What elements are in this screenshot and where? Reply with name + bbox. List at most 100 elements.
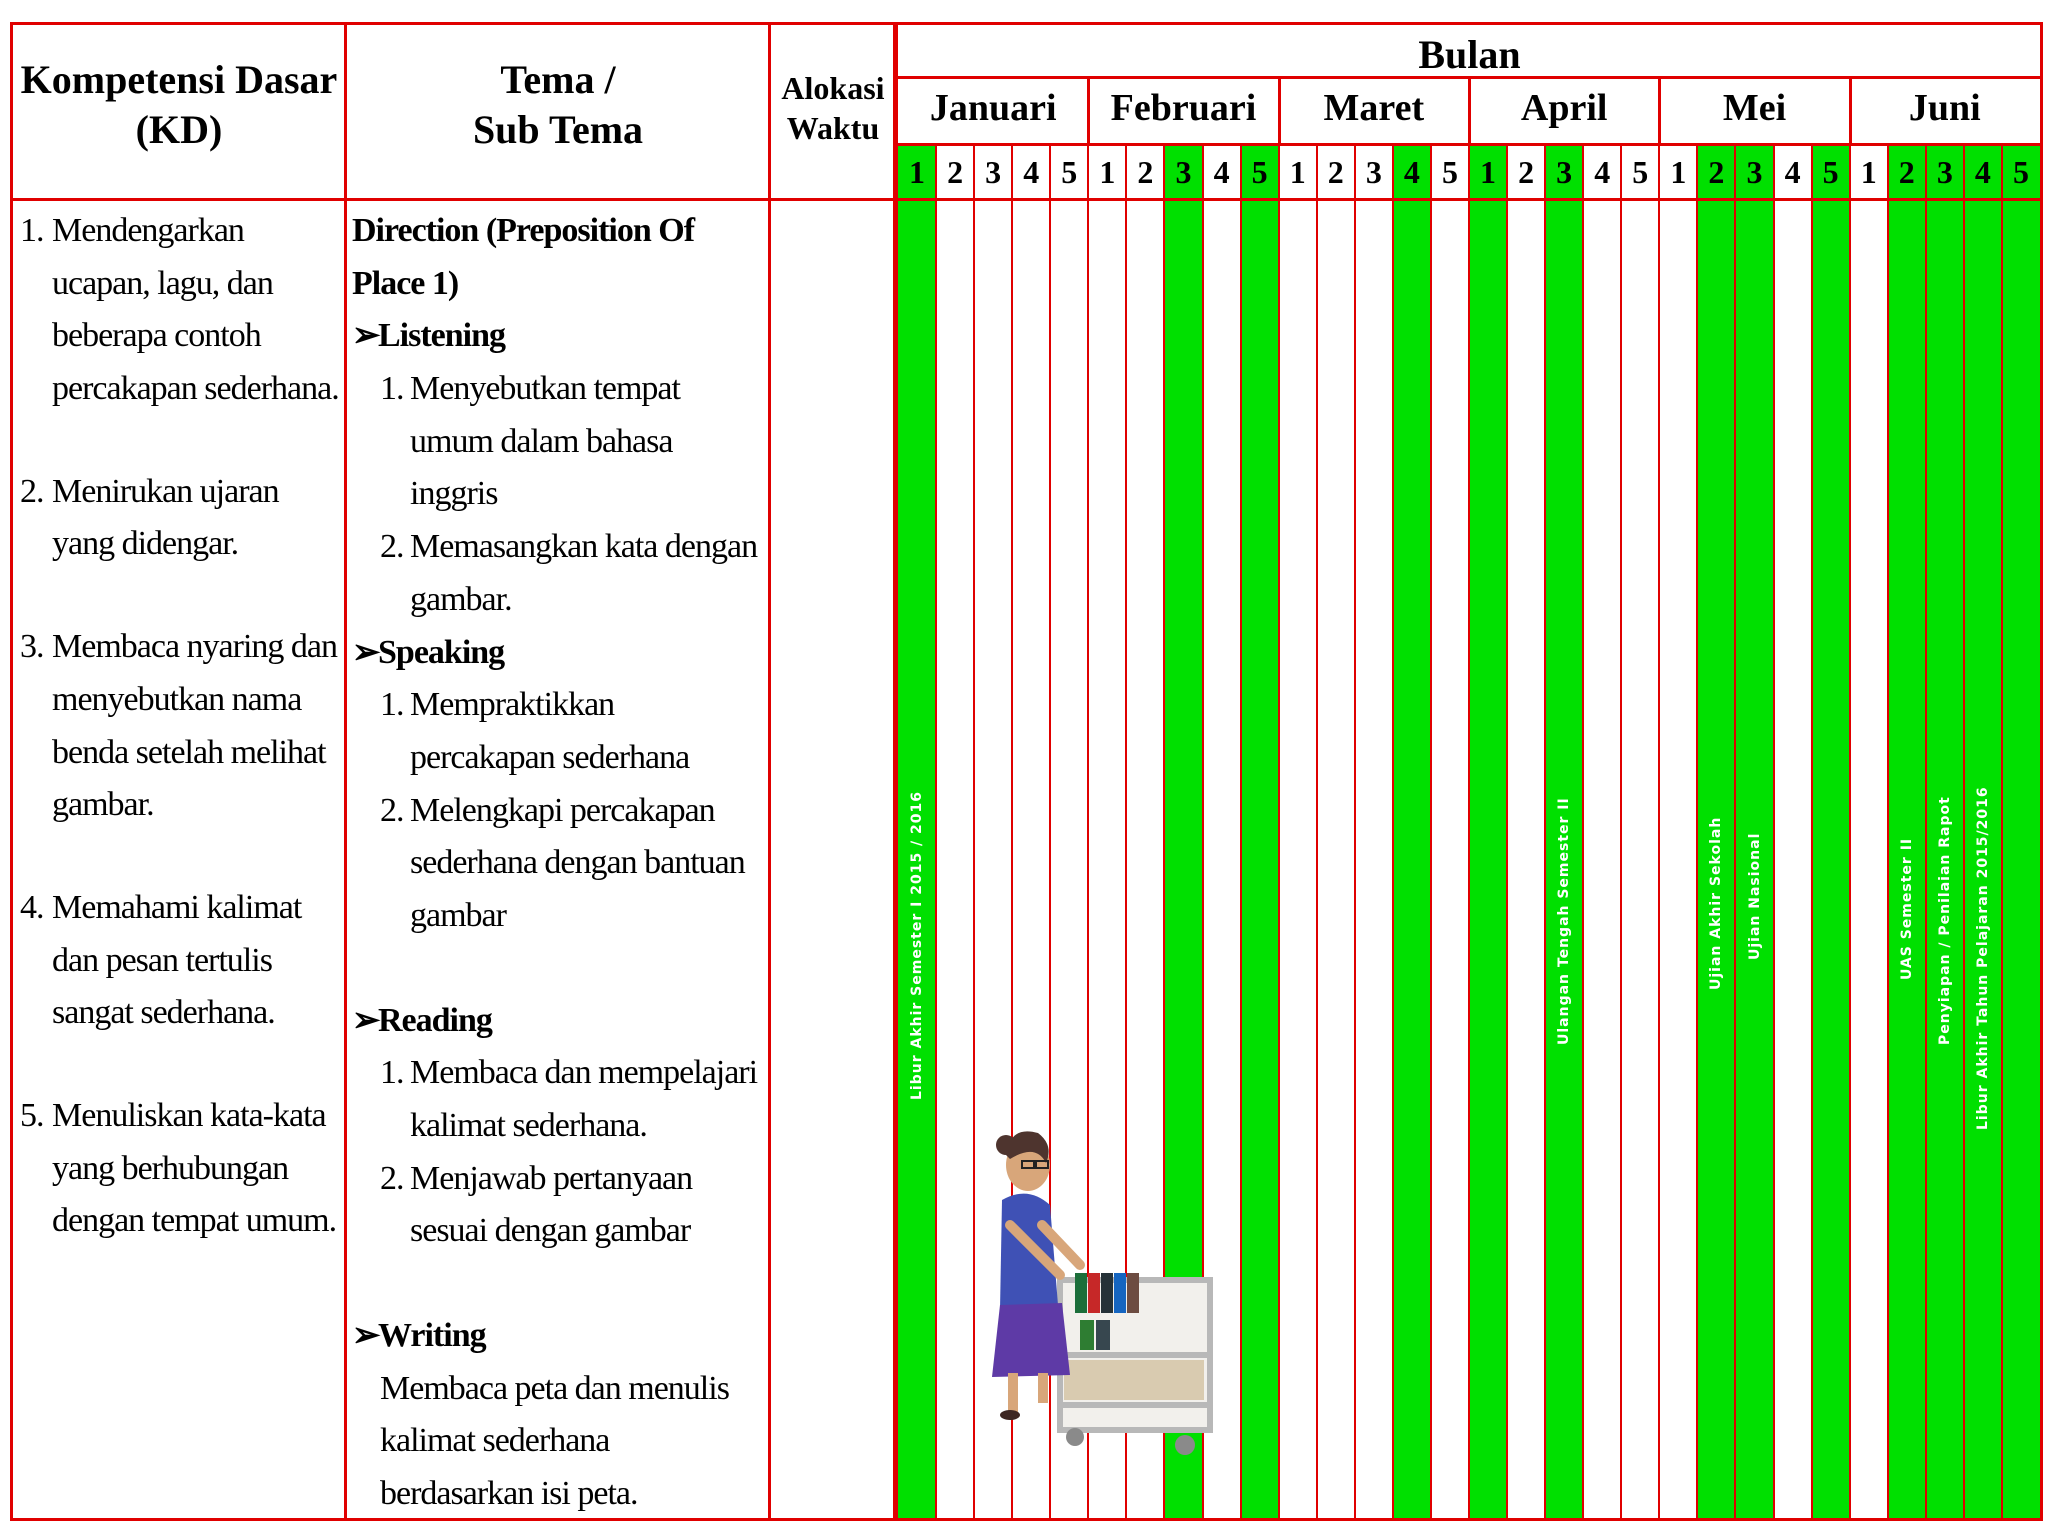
- week-label: 2: [1137, 154, 1154, 190]
- week-label: 3: [985, 154, 1002, 190]
- writing-text: Membaca peta dan menulis kalimat sederha…: [380, 1369, 730, 1513]
- grid-line: [1658, 76, 1662, 143]
- month-label: April: [1520, 87, 1608, 129]
- grid-line: [1772, 143, 1775, 1518]
- week-label: 5: [1251, 154, 1268, 190]
- header-alokasi-line1: Alokasi: [781, 70, 885, 106]
- grid-line: [1011, 143, 1014, 1518]
- week-label: 4: [1213, 154, 1230, 190]
- sub-item: 1.Membaca dan mempelajari kalimat sederh…: [352, 1047, 764, 1152]
- sub-item-text: Membaca dan mempelajari kalimat sederhan…: [410, 1054, 758, 1144]
- kd-number: 3.: [20, 628, 45, 666]
- grid-line: [2040, 22, 2043, 1521]
- week-label: 2: [1708, 154, 1725, 190]
- week-label: 4: [1974, 154, 1991, 190]
- header-tema-line2: Sub Tema: [472, 107, 644, 152]
- week-label: 3: [1936, 154, 1953, 190]
- grid-line: [1468, 76, 1471, 143]
- week-label: 2: [1518, 154, 1535, 190]
- section-speaking: ➢Speaking: [352, 627, 764, 680]
- sub-item-number: 2.: [380, 791, 405, 829]
- header-tema: Tema / Sub Tema: [348, 55, 768, 155]
- grid-line: [935, 143, 938, 1518]
- week-label: 1: [1860, 154, 1877, 190]
- kd-number: 2.: [20, 472, 45, 510]
- kd-item: 2. Menirukan ujaran yang didengar.: [20, 466, 340, 571]
- highlighted-week-column: [1963, 143, 2002, 1518]
- tema-column: Direction (Preposition Of Place 1) ➢List…: [352, 205, 764, 1521]
- sub-item-number: 1.: [380, 370, 405, 408]
- section-reading: ➢Reading: [352, 995, 764, 1048]
- week-label: 5: [2012, 154, 2029, 190]
- sub-item-number: 2.: [380, 1159, 405, 1197]
- week-label: 5: [1061, 154, 1078, 190]
- arrow-right-icon: ➢: [352, 1317, 381, 1355]
- spacer: [352, 943, 764, 995]
- vertical-note: Penyiapan / Penilaian Rapot: [1936, 796, 1953, 1045]
- grid-line: [10, 198, 2040, 201]
- kd-number: 5.: [20, 1096, 45, 1134]
- sub-item-text: Melengkapi percakapan sederhana dengan b…: [410, 791, 746, 934]
- header-alokasi-line2: Waktu: [786, 110, 880, 146]
- sub-item-text: Menjawab pertanyaan sesuai dengan gambar: [410, 1159, 693, 1250]
- highlighted-week-column: [2001, 143, 2040, 1518]
- month-label: Mei: [1722, 87, 1787, 129]
- section-label: Speaking: [378, 633, 505, 671]
- kd-item: 5. Menuliskan kata-kata yang berhubungan…: [20, 1090, 340, 1248]
- grid-line: [893, 22, 896, 1521]
- vertical-note: Libur Akhir Semester I 2015 / 2016: [909, 790, 926, 1100]
- grid-line: [1468, 143, 1470, 1518]
- header-kd-line1: Kompetensi Dasar: [20, 57, 338, 102]
- week-label: 1: [1099, 154, 1116, 190]
- kd-number: 1.: [20, 212, 45, 249]
- grid-line: [1696, 143, 1699, 1518]
- grid-line: [344, 22, 347, 1521]
- grid-line: [1848, 143, 1851, 1518]
- teacher-with-book-cart-icon: [992, 1131, 1213, 1455]
- kd-text: Memahami kalimat dan pesan tertulis sang…: [52, 888, 302, 1032]
- grid-line: [1087, 143, 1090, 1518]
- week-label: 1: [1289, 154, 1306, 190]
- sub-item: 2.Menjawab pertanyaan sesuai dengan gamb…: [352, 1153, 764, 1258]
- kd-item: 1. Mendengarkan ucapan, lagu, dan bebera…: [20, 205, 340, 416]
- week-label: 5: [1632, 154, 1649, 190]
- sub-item-text: Menyebutkan tempat umum dalam bahasa ing…: [410, 370, 681, 513]
- section-label: Listening: [378, 317, 506, 355]
- month-label: Januari: [929, 87, 1057, 129]
- kd-text: Mendengarkan ucapan, lagu, dan beberapa …: [52, 212, 340, 408]
- grid-line: [1734, 143, 1737, 1518]
- grid-line: [1239, 143, 1242, 1518]
- vertical-note: Ulangan Tengah Semester II: [1556, 797, 1573, 1045]
- grid-line: [1163, 143, 1166, 1518]
- grid-line: [1049, 143, 1052, 1518]
- grid-line: [1353, 143, 1356, 1518]
- arrow-right-icon: ➢: [352, 1001, 381, 1039]
- sub-item-number: 1.: [380, 686, 405, 724]
- grid-line: [2000, 143, 2003, 1518]
- sub-item-text: Mempraktikkan percakapan sederhana: [410, 686, 690, 776]
- arrow-right-icon: ➢: [352, 317, 381, 355]
- week-label: 3: [1365, 154, 1382, 190]
- section-listening: ➢Listening: [352, 310, 764, 363]
- month-label: Februari: [1110, 87, 1257, 129]
- grid-line: [1429, 143, 1432, 1518]
- week-label: 5: [1822, 154, 1839, 190]
- grid-line: [1658, 143, 1661, 1518]
- week-label: 4: [1023, 154, 1040, 190]
- grid-line: [1962, 143, 1965, 1518]
- vertical-note: Ujian Akhir Sekolah: [1708, 816, 1725, 990]
- grid-line: [895, 22, 898, 1521]
- week-label: 3: [1746, 154, 1763, 190]
- week-label: 5: [1441, 154, 1458, 190]
- grid-line: [1886, 143, 1889, 1518]
- week-label: 2: [1327, 154, 1344, 190]
- week-label: 2: [1898, 154, 1915, 190]
- grid-line: [1315, 143, 1318, 1518]
- section-writing: ➢Writing: [352, 1310, 764, 1363]
- highlighted-week-column: [1697, 143, 1736, 1518]
- sub-item-number: 1.: [380, 1054, 405, 1092]
- grid-line: [1848, 76, 1852, 143]
- kd-item: 4. Memahami kalimat dan pesan tertulis s…: [20, 882, 340, 1040]
- week-label: 2: [947, 154, 964, 190]
- week-label: 1: [909, 154, 926, 190]
